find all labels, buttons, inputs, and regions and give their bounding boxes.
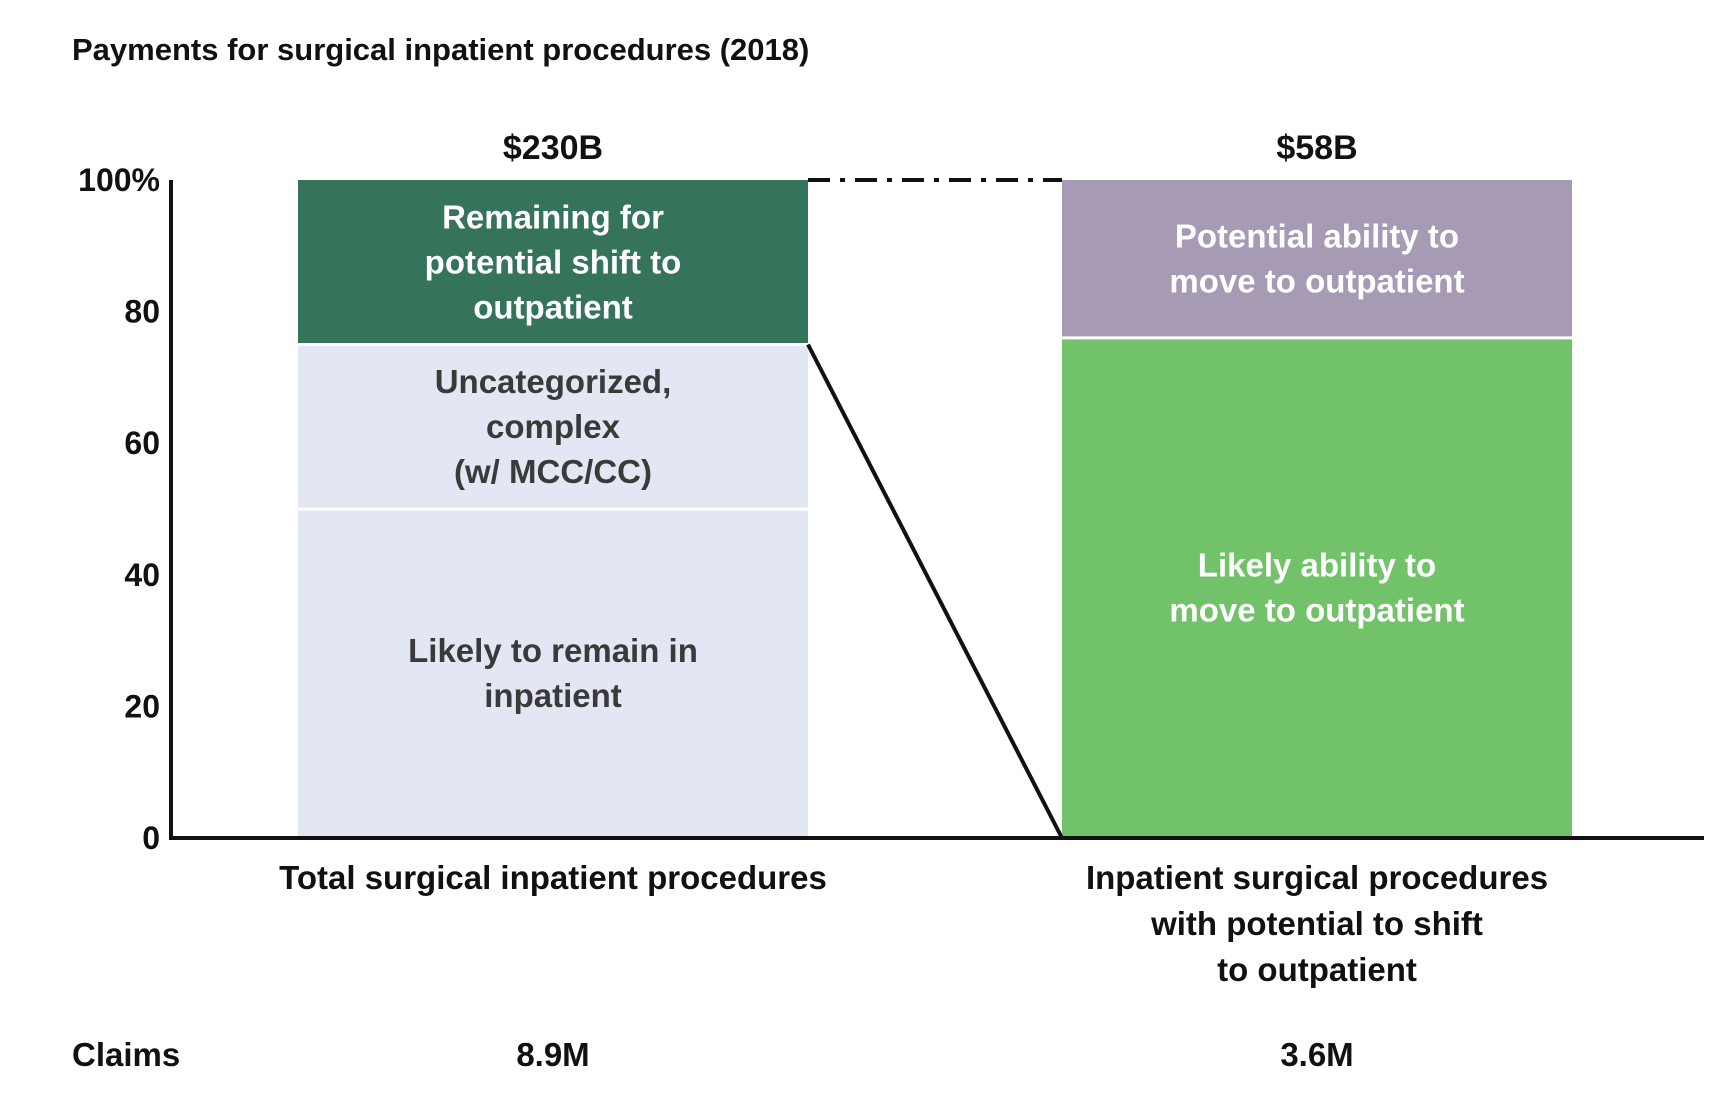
connectors-layer	[806, 178, 1064, 839]
bars-layer	[298, 180, 1572, 838]
segment-label: Likely ability to	[1198, 546, 1436, 583]
segment-label: outpatient	[473, 288, 632, 325]
segment-label: move to outpatient	[1169, 262, 1464, 299]
segment-label: potential shift to	[425, 243, 682, 280]
category-label: to outpatient	[1217, 951, 1417, 988]
y-tick-label: 100%	[78, 162, 160, 198]
segment-label: Likely to remain in	[408, 632, 698, 669]
axis-layer	[169, 180, 1704, 840]
chart-title: Payments for surgical inpatient procedur…	[72, 32, 809, 67]
bar-2-segment-2	[1062, 180, 1572, 338]
segment-label: (w/ MCC/CC)	[454, 453, 652, 490]
claims-row-label: Claims	[72, 1036, 180, 1073]
segment-label: Potential ability to	[1175, 217, 1459, 254]
y-tick-label: 80	[124, 294, 160, 330]
category-label: with potential to shift	[1150, 905, 1483, 942]
bar-total-label: $230B	[503, 129, 603, 167]
segment-label: Uncategorized,	[435, 363, 672, 400]
y-tick-label: 40	[124, 557, 160, 593]
bar-1-segment-2	[298, 344, 808, 509]
category-label: Total surgical inpatient procedures	[279, 859, 827, 896]
y-tick-label: 20	[124, 688, 160, 724]
bar-total-label: $58B	[1276, 129, 1357, 167]
claims-value: 3.6M	[1280, 1036, 1353, 1073]
claims-value: 8.9M	[516, 1036, 589, 1073]
bar-2-segment-1	[1062, 337, 1572, 838]
y-tick-label: 0	[142, 820, 160, 856]
segment-label: inpatient	[484, 677, 622, 714]
segment-label: move to outpatient	[1169, 591, 1464, 628]
segment-label: complex	[486, 408, 621, 445]
connector-diagonal	[806, 343, 1064, 839]
y-tick-label: 60	[124, 425, 160, 461]
labels-layer: Likely to remain in inpatient Uncategorize…	[72, 129, 1548, 1073]
segment-label: Remaining for	[442, 198, 664, 235]
category-label: Inpatient surgical procedures	[1086, 859, 1548, 896]
bar-1-segment-3	[298, 180, 808, 345]
bar-1-segment-1	[298, 509, 808, 838]
